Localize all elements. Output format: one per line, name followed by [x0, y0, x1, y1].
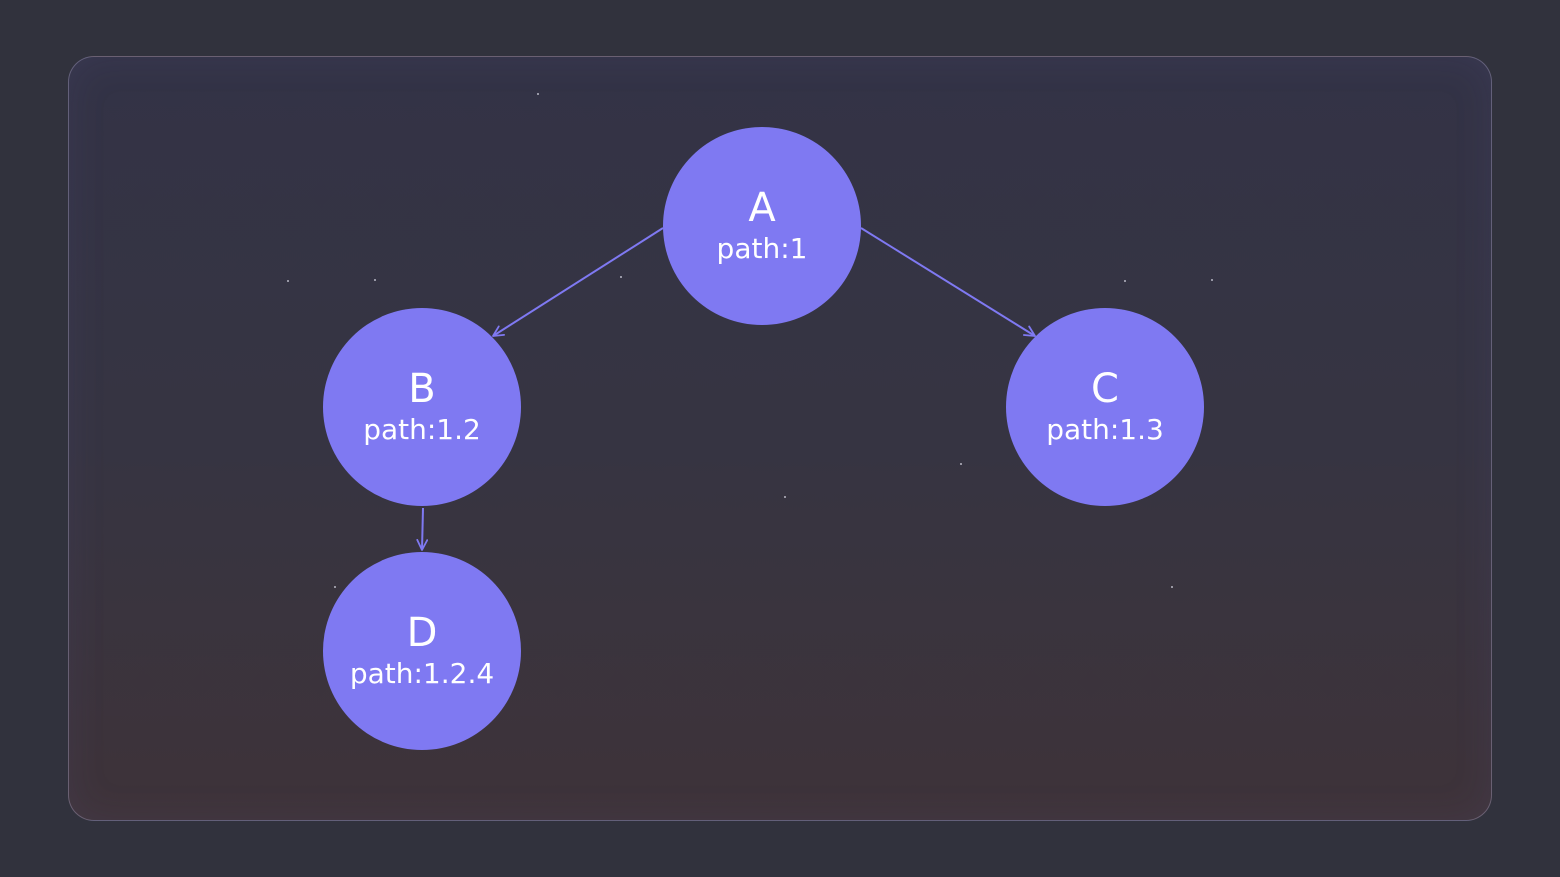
star-dot: [537, 93, 539, 95]
star-dot: [334, 586, 336, 588]
edges-layer: [416, 227, 1036, 551]
star-dot: [1211, 279, 1213, 281]
diagram-panel: A path:1 B path:1.2 C path:1.3 D path:1.…: [68, 56, 1492, 821]
node-b: B path:1.2: [323, 308, 521, 506]
star-dot: [620, 276, 622, 278]
edge-b-d: [416, 507, 429, 551]
node-a-label: A: [748, 185, 776, 231]
edge-a-c: [860, 227, 1036, 337]
edge-a-b: [492, 227, 664, 337]
star-dot: [1124, 280, 1126, 282]
node-d-path: path:1.2.4: [349, 657, 495, 690]
node-c-path: path:1.3: [1046, 413, 1164, 446]
star-dot: [960, 463, 962, 465]
node-b-label: B: [408, 366, 436, 412]
star-dot: [374, 279, 376, 281]
node-d: D path:1.2.4: [323, 552, 521, 750]
star-dot: [287, 280, 289, 282]
node-a: A path:1: [663, 127, 861, 325]
star-dot: [1171, 586, 1173, 588]
node-c-label: C: [1091, 366, 1119, 412]
node-d-label: D: [406, 610, 438, 656]
node-b-path: path:1.2: [363, 413, 481, 446]
node-c: C path:1.3: [1006, 308, 1204, 506]
star-dot: [784, 496, 786, 498]
node-a-path: path:1: [716, 232, 808, 265]
